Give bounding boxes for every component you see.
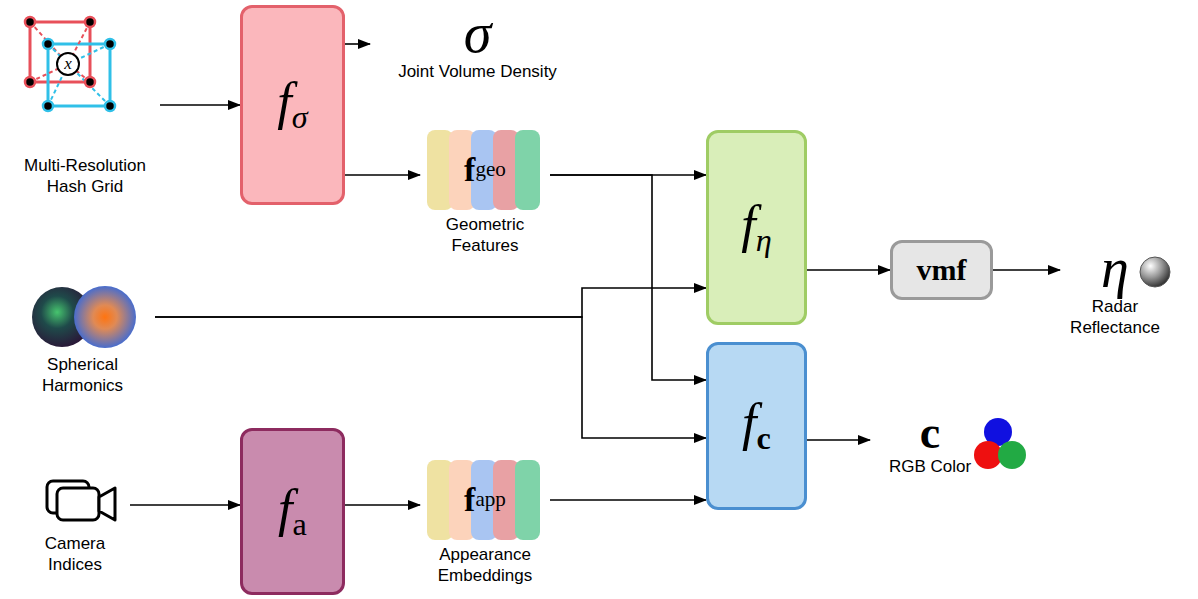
node-label: Joint Volume Density [398,61,557,82]
node-label: Radar Reflectance [1060,296,1170,339]
reflectance-network: fη [706,130,807,325]
connector-arrow [345,174,420,176]
spherical-harmonics-icon [32,286,136,348]
math-symbol: fη [741,199,771,256]
point-label: x [58,55,78,72]
connector-arrow [155,317,706,438]
appearance-embeddings: fappAppearance Embeddings [420,460,550,587]
connector-arrow [160,104,240,106]
connector-arrow [345,43,370,45]
node-label: Camera Indices [20,533,130,576]
reflectance-sphere [1140,257,1170,287]
density-output: σJoint Volume Density [370,5,585,82]
connector-arrow [130,504,240,506]
color-network: fc [706,342,807,510]
hash-grid-node: Multi-Resolution Hash Grid [10,15,160,198]
math-symbol: vmf [917,255,967,285]
math-symbol: fa [278,483,307,540]
math-symbol: fapp [464,460,506,540]
math-symbol: σ [464,5,492,61]
node-label: Geometric Features [420,214,550,257]
reflectance-output: ηRadar Reflectance [1060,240,1170,339]
rgb-circles [974,418,1026,469]
math-symbol: η [1101,240,1129,296]
connector-arrow [550,175,706,380]
connector-arrow [807,439,870,441]
hash-grid-icon [25,17,115,111]
math-symbol: c [920,410,940,456]
camera-icon [47,481,115,520]
vmf-box: vmf [890,240,993,300]
math-symbol: fσ [277,76,307,133]
appearance-network: fa [240,428,345,595]
math-symbol: fc [742,397,771,454]
spherical-harmonics-node: Spherical Harmonics [10,282,155,397]
appearance-feature-stripes [427,460,540,540]
connector-arrow [155,288,706,317]
connector-arrow [345,504,420,506]
node-label: RGB Color [889,456,971,477]
connector-arrow [993,269,1060,271]
node-label: Multi-Resolution Hash Grid [10,155,160,198]
node-label: Spherical Harmonics [10,354,155,397]
geometric-feature-stripes [427,130,540,210]
node-label: Appearance Embeddings [420,544,550,587]
connector-arrow [550,499,706,501]
camera-node: Camera Indices [20,475,130,576]
connector-arrow [807,269,890,271]
geometric-features: fgeoGeometric Features [420,130,550,257]
density-network: fσ [240,5,345,205]
math-symbol: fgeo [464,130,506,210]
color-output: cRGB Color [870,410,990,477]
